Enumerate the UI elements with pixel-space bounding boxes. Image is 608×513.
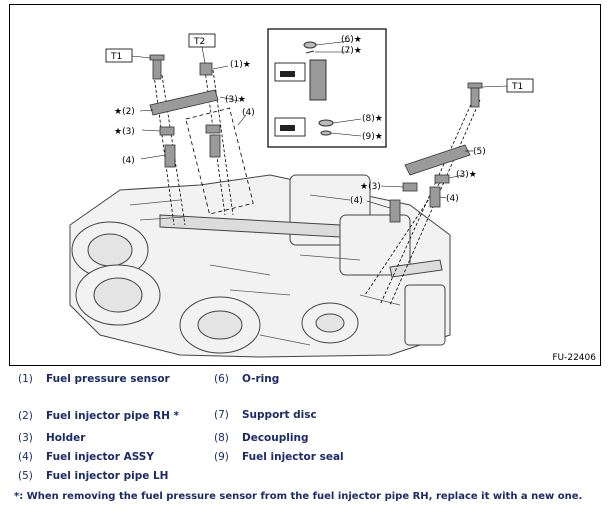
injector-pipe-lh xyxy=(404,144,471,176)
injector-left xyxy=(164,144,176,168)
diagram-canvas: T1 T2 T1 (1)★ ★(2) ★(3) (3)★ (4) (4) (6)… xyxy=(69,28,534,358)
injector-right xyxy=(389,199,401,223)
parts-right xyxy=(389,82,483,223)
callout-3-left-a: ★(3) xyxy=(114,127,135,137)
legend-number: (3) xyxy=(18,432,33,444)
legend-number: (7) xyxy=(214,409,229,421)
legend-number: (1) xyxy=(18,373,33,385)
legend-number: (9) xyxy=(214,451,229,463)
callout-1: (1)★ xyxy=(230,60,251,70)
callout-3-left-b: (3)★ xyxy=(225,95,246,105)
callout-9: (9)★ xyxy=(362,132,383,142)
legend-text: Decoupling xyxy=(242,432,309,444)
legend-text: Fuel injector ASSY xyxy=(46,451,154,463)
detail-box-left xyxy=(185,107,254,215)
callout-3-right-a: ★(3) xyxy=(360,182,381,192)
legend-text: Fuel injector seal xyxy=(242,451,344,463)
callout-6: (6)★ xyxy=(341,35,362,45)
label-t1-left: T1 xyxy=(110,52,122,62)
parts-left xyxy=(149,54,221,168)
label-t2: T2 xyxy=(193,37,205,47)
legend-number: (8) xyxy=(214,432,229,444)
callout-3-right-b: (3)★ xyxy=(456,170,477,180)
legend-number: (5) xyxy=(18,470,33,482)
label-t1-right: T1 xyxy=(511,82,523,92)
callout-4-left-b: (4) xyxy=(242,108,255,118)
engine-illustration xyxy=(69,174,451,358)
legend-number: (2) xyxy=(18,410,33,422)
callout-8: (8)★ xyxy=(362,114,383,124)
callout-2: ★(2) xyxy=(114,107,135,117)
footnote: *: When removing the fuel pressure senso… xyxy=(14,491,583,502)
leader-lines xyxy=(131,40,508,209)
legend-text: O-ring xyxy=(242,373,280,385)
callout-5: (5) xyxy=(473,147,486,157)
legend-number: (6) xyxy=(214,373,229,385)
legend-number: (4) xyxy=(18,451,33,463)
callout-4-right-a: (4) xyxy=(350,196,363,206)
engine-detail-lines xyxy=(129,194,401,346)
holder-right xyxy=(402,182,418,192)
o-ring xyxy=(303,41,317,49)
fuel-pressure-sensor xyxy=(199,62,213,76)
legend-text: Holder xyxy=(46,432,86,444)
legend-text: Fuel injector pipe LH xyxy=(46,470,169,482)
legend-text: Support disc xyxy=(242,409,317,421)
callout-4-left-a: (4) xyxy=(122,156,135,166)
exploded-diagram: T1 T2 T1 (1)★ ★(2) ★(3) (3)★ (4) (4) (6)… xyxy=(9,4,601,366)
injector-pipe-rh xyxy=(149,89,219,116)
inset-detail xyxy=(267,28,387,148)
injector-detail xyxy=(309,59,327,101)
figure-id: FU-22406 xyxy=(552,353,596,363)
legend-text: Fuel injector pipe RH * xyxy=(46,410,180,422)
holder-left xyxy=(159,126,175,136)
callout-7: (7)★ xyxy=(341,46,362,56)
legend-text: Fuel pressure sensor xyxy=(46,373,170,385)
torque-label-boxes xyxy=(105,33,534,93)
callout-4-right-b: (4) xyxy=(446,194,459,204)
